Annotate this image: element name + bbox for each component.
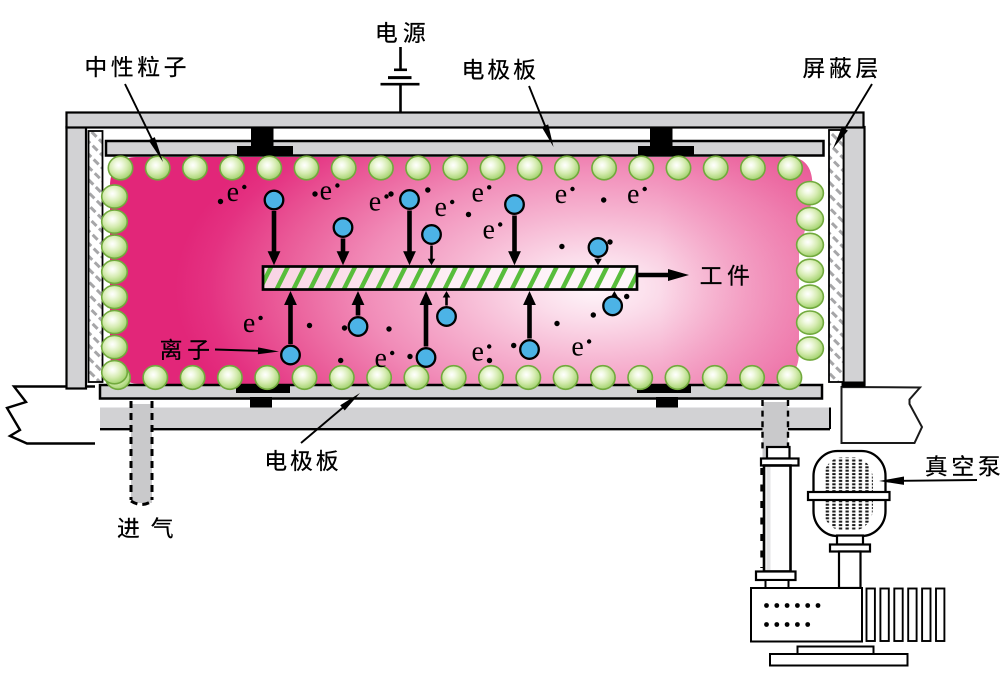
svg-text:e: e — [571, 332, 583, 363]
svg-text:e: e — [320, 176, 332, 207]
svg-text:e: e — [369, 187, 381, 218]
svg-text:e: e — [555, 179, 567, 210]
svg-text:e: e — [374, 343, 386, 374]
svg-text:e: e — [482, 215, 494, 246]
svg-text:e: e — [471, 177, 483, 208]
svg-text:e: e — [627, 179, 639, 210]
svg-text:e: e — [471, 337, 483, 368]
svg-text:e: e — [434, 192, 446, 223]
svg-text:e: e — [227, 177, 239, 208]
svg-text:e: e — [243, 308, 255, 339]
